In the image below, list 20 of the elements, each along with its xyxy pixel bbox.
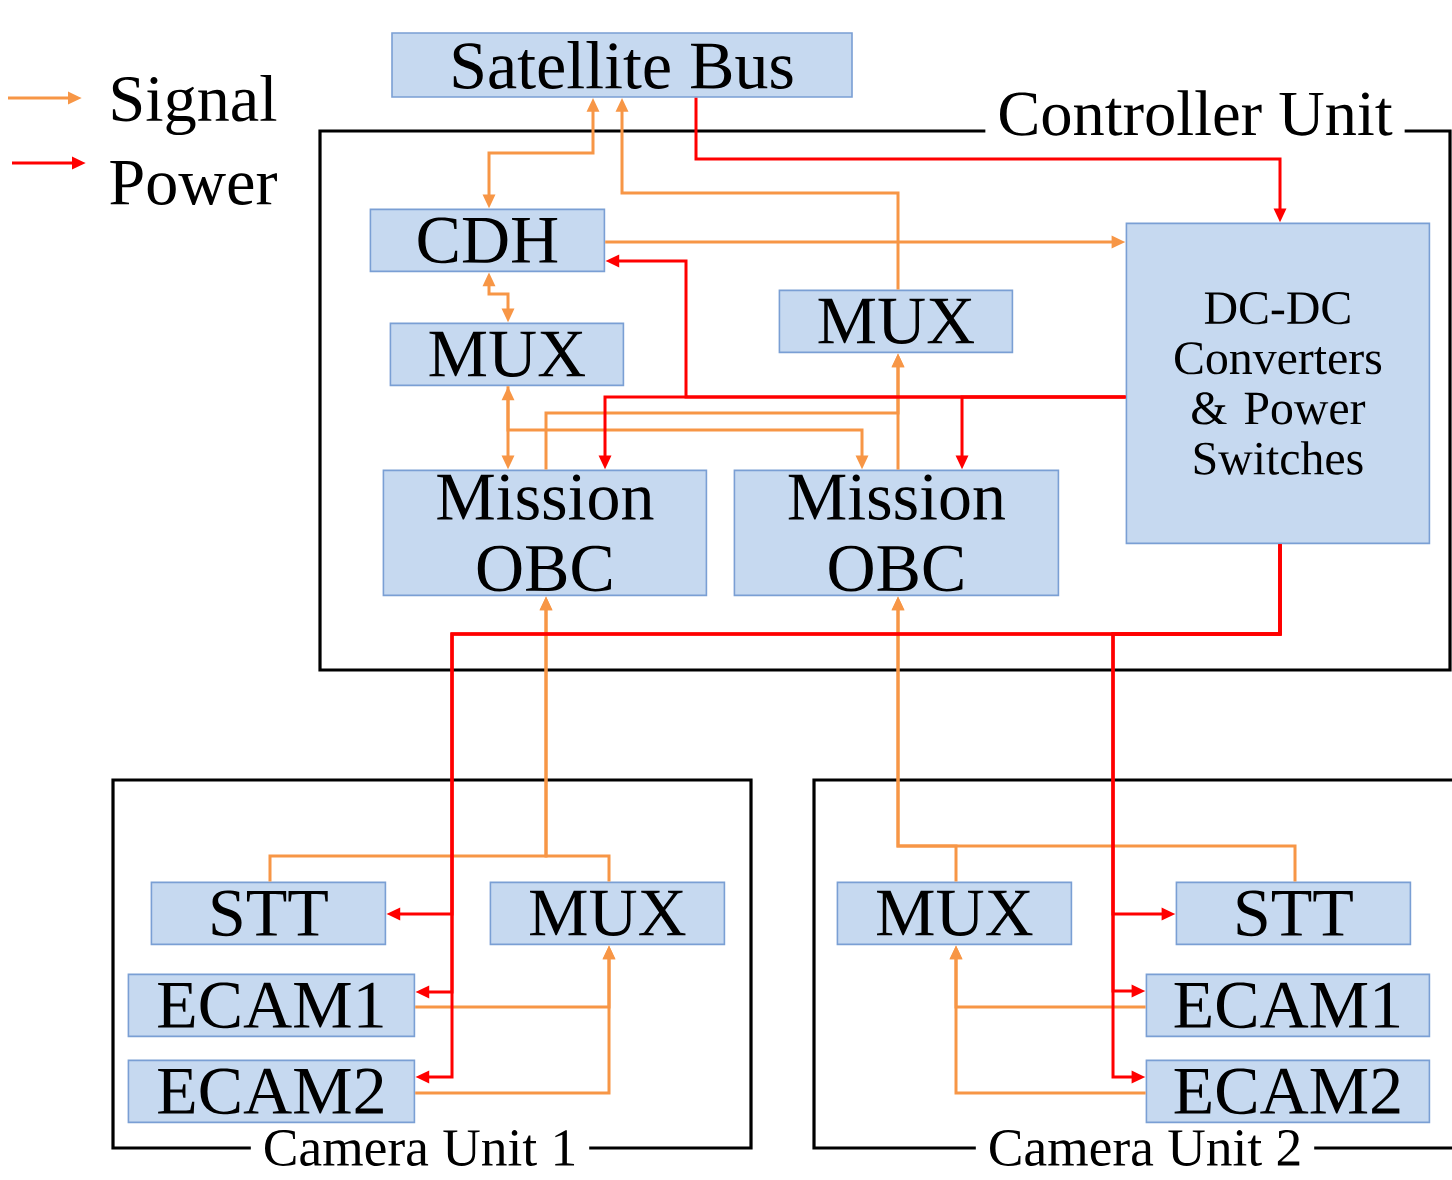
legend-text: Power [110, 161, 277, 205]
component-box: MUX [389, 322, 625, 387]
component-box: Mission OBC [733, 469, 1060, 597]
component-box: MUX [778, 289, 1014, 354]
unit-title: Controller Unit [985, 88, 1405, 138]
legend-text: Signal [112, 74, 277, 136]
component-box: MUX [489, 881, 726, 946]
unit-title: Camera Unit 2 [975, 1128, 1315, 1168]
component-box: STT [150, 881, 387, 946]
component-box: Mission OBC [382, 469, 708, 597]
component-box: CDH [369, 208, 606, 273]
component-box: STT [1175, 881, 1412, 946]
component-box: MUX [836, 881, 1073, 946]
component-box: ECAM2 [1145, 1059, 1431, 1124]
component-box: ECAM2 [127, 1059, 416, 1124]
component-box: ECAM1 [1145, 973, 1431, 1038]
component-box: Satellite Bus [391, 32, 853, 98]
unit-title: Camera Unit 1 [250, 1128, 590, 1168]
component-box: DC-DC Converters & Power Switches [1125, 222, 1431, 545]
component-box: ECAM1 [127, 973, 416, 1038]
